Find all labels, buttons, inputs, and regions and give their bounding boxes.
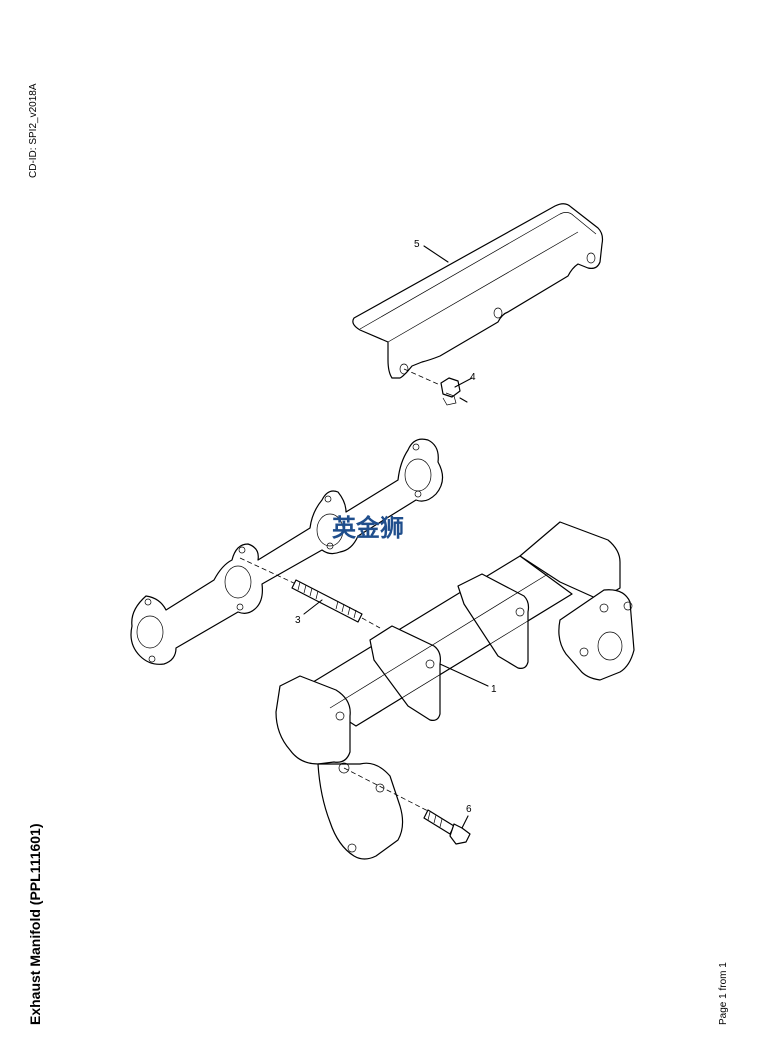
exhaust-gasket — [130, 438, 444, 665]
callout-4: 4 — [470, 372, 476, 383]
exhaust-manifold — [275, 521, 635, 860]
watermark-logo: 英金狮 — [332, 514, 404, 542]
callout-5: 5 — [414, 239, 420, 250]
bolt — [343, 767, 471, 845]
callout-6: 6 — [466, 804, 472, 815]
flange-nut — [403, 368, 473, 406]
callout-3: 3 — [295, 615, 301, 626]
callout-1: 1 — [491, 684, 497, 695]
heat-shield-bracket — [352, 203, 604, 379]
stud — [239, 557, 381, 629]
